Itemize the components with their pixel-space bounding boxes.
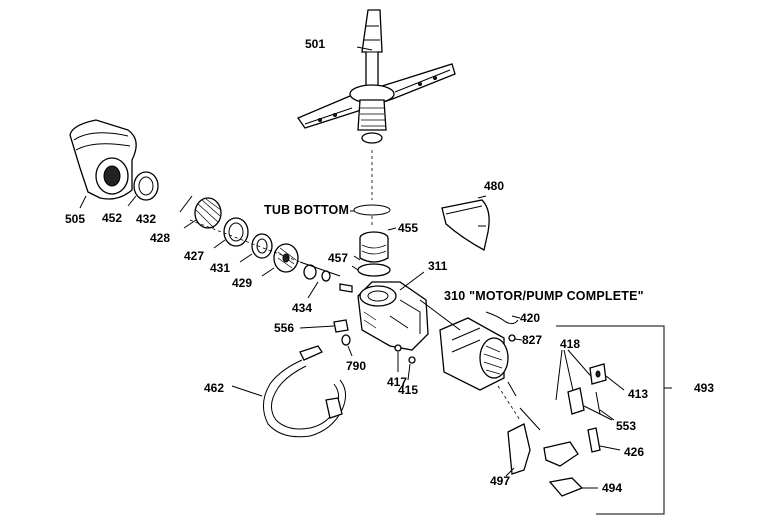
- label-480: 480: [484, 179, 505, 193]
- seal-part-427: [213, 217, 249, 249]
- ring-part-452: [127, 171, 159, 207]
- cover-part-480: [441, 195, 490, 251]
- label-415: 415: [398, 383, 419, 397]
- label-428: 428: [150, 231, 171, 245]
- label-420: 420: [520, 311, 541, 325]
- spray-arm-part-501: [297, 9, 456, 144]
- label-553: 553: [616, 419, 637, 433]
- label-827: 827: [522, 333, 543, 347]
- label-431: 431: [210, 261, 231, 275]
- label-497: 497: [490, 474, 511, 488]
- label-427: 427: [184, 249, 205, 263]
- label-417: 417: [387, 375, 408, 389]
- label-494: 494: [602, 481, 623, 495]
- label-434: 434: [292, 301, 313, 315]
- label-426: 426: [624, 445, 645, 459]
- label-311: 311: [428, 259, 448, 273]
- label-tub-bottom: TUB BOTTOM: [264, 203, 350, 217]
- label-motor-pump-complete: 310 "MOTOR/PUMP COMPLETE": [444, 289, 644, 303]
- coupler-part-455: [359, 227, 397, 263]
- label-432: 432: [136, 212, 157, 226]
- screen-part-428: [183, 197, 222, 229]
- label-790: 790: [346, 359, 367, 373]
- switch-part-413: [589, 363, 625, 391]
- label-418: 418: [560, 337, 581, 351]
- label-493: 493: [694, 381, 715, 395]
- gasket-part-431: [239, 233, 273, 263]
- clip-part-494: [548, 477, 598, 497]
- pump-body-part-311: [357, 271, 429, 351]
- label-429: 429: [232, 276, 253, 290]
- motor-part-310: [419, 299, 509, 391]
- fastener-part-434: [299, 261, 341, 299]
- label-455: 455: [398, 221, 419, 235]
- label-462: 462: [204, 381, 225, 395]
- label-501: 501: [305, 37, 326, 51]
- hose-part-462: [231, 345, 346, 438]
- clamp-part-457: [351, 255, 391, 277]
- label-413: 413: [628, 387, 649, 401]
- bracket-part-497: [497, 381, 579, 477]
- housing-part-505: [69, 119, 137, 209]
- label-556: 556: [274, 321, 295, 335]
- label-457: 457: [328, 251, 349, 265]
- label-505: 505: [65, 212, 86, 226]
- label-452: 452: [102, 211, 123, 225]
- impeller-part-429: [261, 243, 299, 277]
